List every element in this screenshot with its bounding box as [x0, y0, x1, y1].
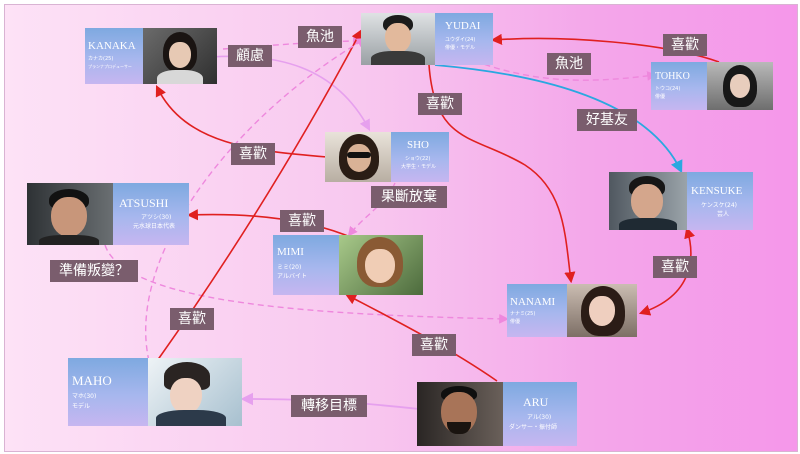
card-aru[interactable]: ARU アル(30) ダンサー・振付師 [417, 382, 577, 446]
card-sub1: ケンスケ(24) [701, 202, 738, 209]
card-sho[interactable]: SHO ショウ(22) 大学生・モデル [325, 132, 449, 182]
label-zhuanyi: 轉移目標 [291, 395, 367, 417]
card-name: YUDAI [445, 20, 481, 32]
card-name: SHO [407, 139, 430, 151]
card-kanaka[interactable]: KANAKA カナカ(25) プランナプロデューサー [85, 28, 217, 84]
label-yuchi-left: 魚池 [298, 26, 342, 48]
label-zhunbei: 準備叛變？ [50, 260, 138, 282]
label-xihuan-tohko: 喜歡 [663, 34, 707, 56]
card-sub2: アルバイト [277, 273, 307, 280]
card-name: ATSUSHI [119, 196, 169, 210]
card-name: KENSUKE [691, 185, 743, 197]
card-name: TOHKO [655, 71, 690, 82]
card-name: NANAMI [510, 296, 556, 308]
card-sub2: ダンサー・振付師 [509, 424, 558, 431]
card-sub1: ユウダイ(24) [445, 37, 476, 43]
card-sub1: ショウ(22) [405, 156, 431, 162]
sho-photo [325, 132, 391, 182]
card-name: MIMI [277, 246, 304, 258]
relationship-diagram: KANAKA カナカ(25) プランナプロデューサー YUDAI ユウダイ(24… [4, 4, 798, 452]
label-haojiyou: 好基友 [577, 109, 637, 131]
card-yudai[interactable]: YUDAI ユウダイ(24) 俳優・モデル [361, 13, 493, 65]
link-yudai-kensuke [434, 64, 683, 174]
label-xihuan-mimi-atsushi: 喜歡 [280, 210, 324, 232]
card-name: ARU [523, 395, 549, 409]
atsushi-photo [27, 183, 113, 245]
card-sub2: プランナプロデューサー [88, 64, 132, 69]
card-sub1: アル(30) [527, 414, 552, 421]
card-sub2: 芸人 [717, 211, 730, 218]
card-maho[interactable]: MAHO マホ(30) モデル [68, 358, 242, 426]
card-atsushi[interactable]: ATSUSHI アツシ(30) 元水球日本代表 [27, 183, 189, 245]
card-sub1: ミミ(20) [277, 264, 302, 271]
label-xihuan-sho-kanaka: 喜歡 [231, 143, 275, 165]
link-kanaka-sho [210, 55, 371, 131]
label-xihuan-maho-yudai: 喜歡 [170, 308, 214, 330]
label-xihuan-yudai-nanami: 喜歡 [418, 93, 462, 115]
nanami-photo [567, 284, 637, 337]
tohko-photo [707, 62, 773, 110]
card-sub1: トウコ(24) [655, 86, 681, 92]
maho-photo [148, 358, 242, 426]
card-sub2: 俳優 [655, 94, 666, 100]
card-sub1: アツシ(30) [141, 214, 172, 221]
card-sub2: 元水球日本代表 [133, 223, 176, 230]
card-tohko[interactable]: TOHKO トウコ(24) 俳優 [651, 62, 773, 110]
card-mimi[interactable]: MIMI ミミ(20) アルバイト [273, 235, 423, 295]
card-sub1: カナカ(25) [88, 56, 114, 62]
label-guilu: 顧慮 [228, 45, 272, 67]
card-sub2: 俳優・モデル [445, 45, 476, 51]
kanaka-photo [143, 28, 217, 84]
label-xihuan-aru-mimi: 喜歡 [412, 334, 456, 356]
card-sub2: 大学生・モデル [401, 164, 437, 170]
aru-photo [417, 382, 503, 446]
card-kensuke[interactable]: KENSUKE ケンスケ(24) 芸人 [609, 172, 753, 230]
card-name: KANAKA [88, 40, 136, 52]
card-nanami[interactable]: NANAMI ナナミ(25) 俳優 [507, 284, 637, 337]
label-xihuan-kensuke-nanami: 喜歡 [653, 256, 697, 278]
label-yuchi-right: 魚池 [547, 53, 591, 75]
card-name: MAHO [72, 373, 112, 388]
label-guoduan: 果斷放棄 [371, 186, 447, 208]
card-sub2: 俳優 [510, 319, 521, 325]
card-sub2: モデル [72, 403, 91, 410]
card-sub1: マホ(30) [72, 393, 97, 400]
mimi-photo [339, 235, 423, 295]
card-sub1: ナナミ(25) [510, 311, 536, 317]
yudai-photo [361, 13, 435, 65]
kensuke-photo [609, 172, 687, 230]
